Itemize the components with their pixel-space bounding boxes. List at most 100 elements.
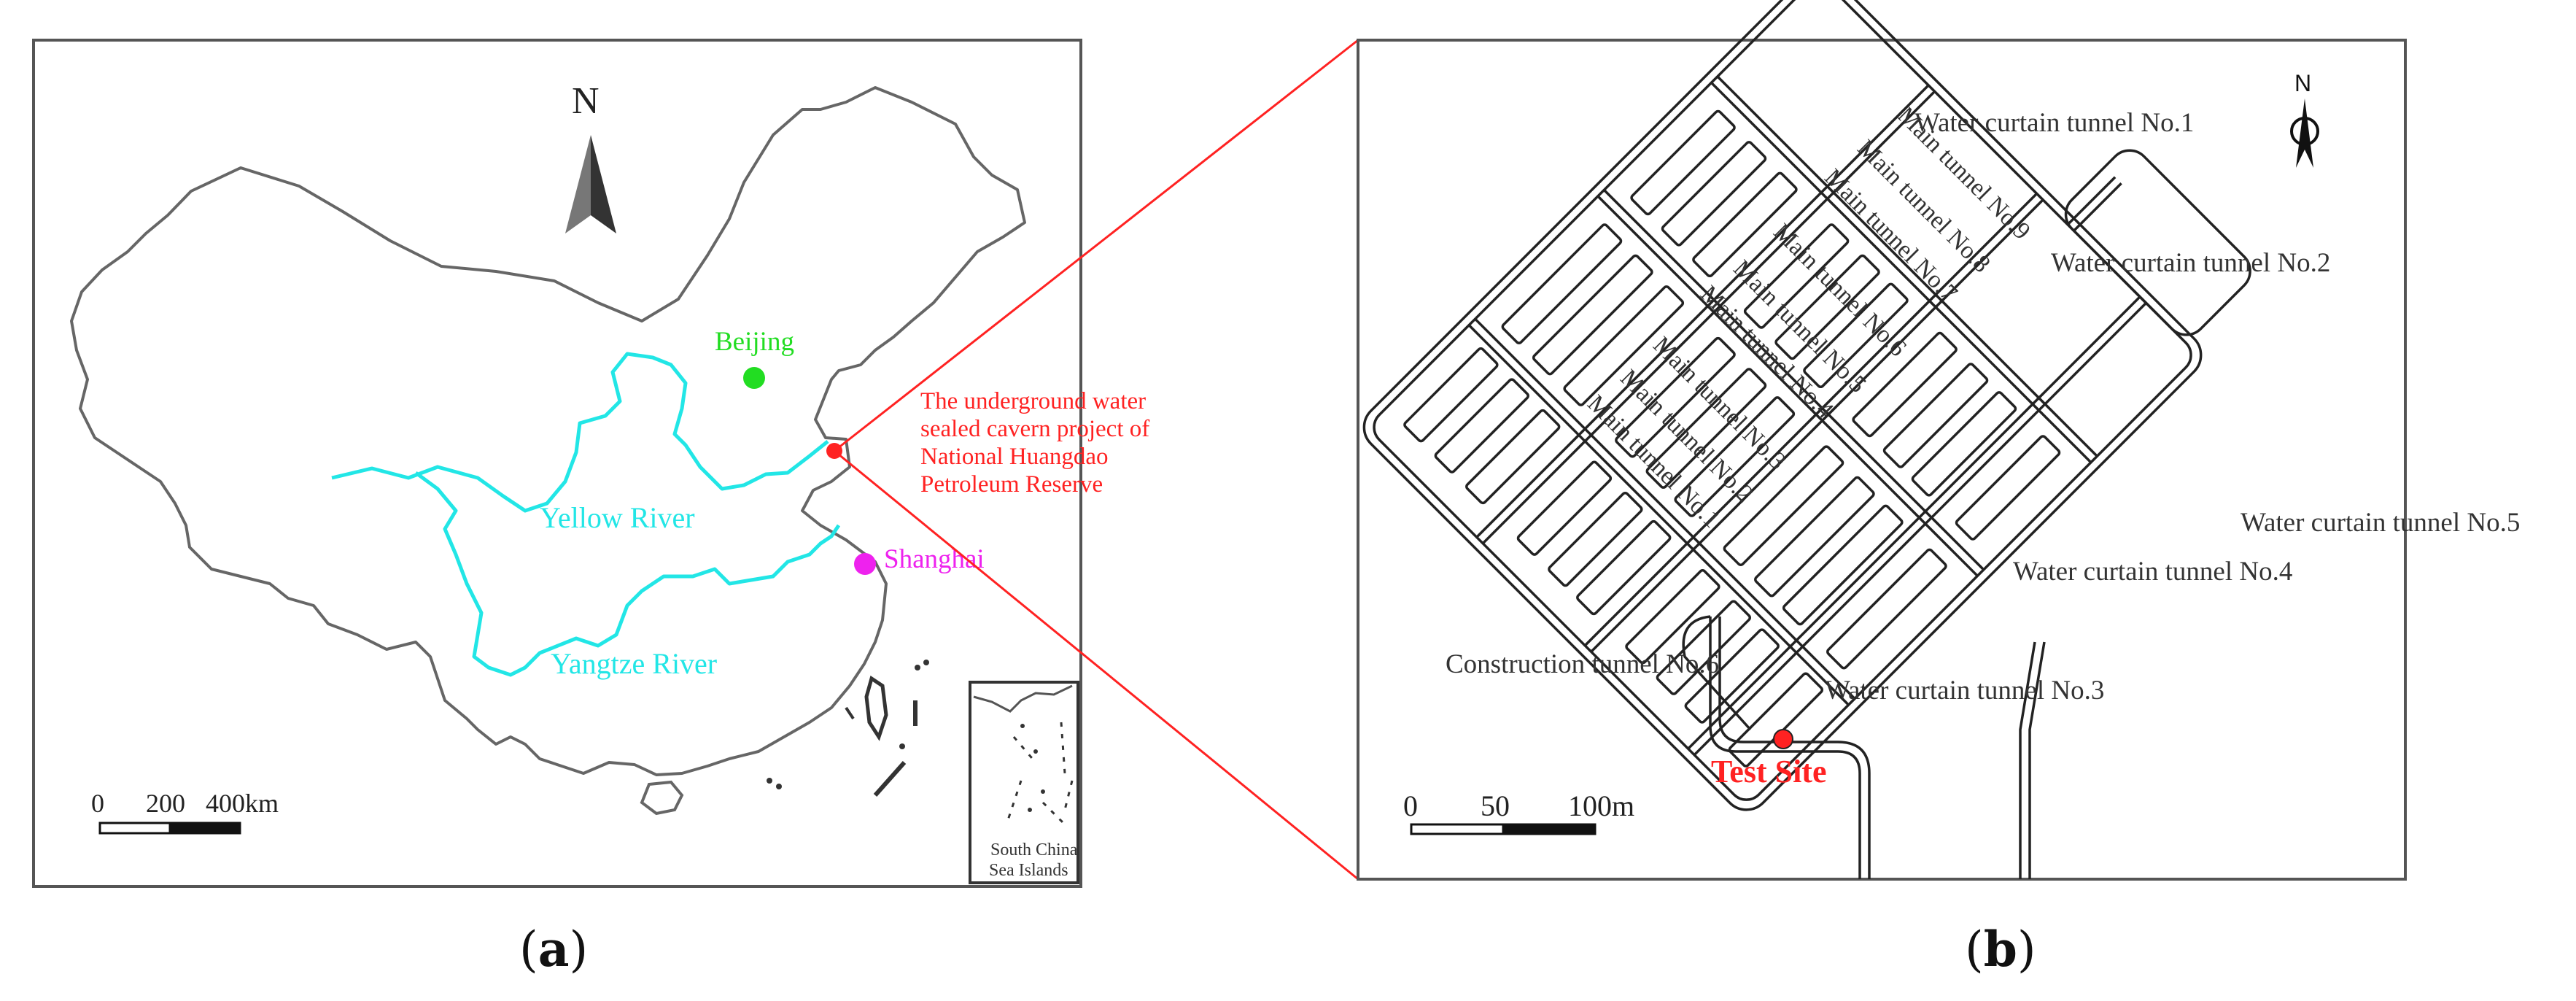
yangtze-river-label: Yangtze River bbox=[551, 647, 717, 680]
scale-label-50: 50 bbox=[1481, 789, 1510, 822]
scale-segment-black bbox=[1502, 823, 1597, 835]
yellow-river-line bbox=[331, 352, 829, 513]
scale-label-0: 0 bbox=[1403, 789, 1418, 822]
shanghai-marker bbox=[854, 553, 876, 575]
cavern bbox=[1674, 396, 1796, 517]
cavern bbox=[1826, 548, 1947, 670]
panel-b-layout: Main tunnel No.1 Main tunnel No.2 Main t… bbox=[1357, 0, 2520, 881]
access-tunnel-b bbox=[2019, 641, 2036, 879]
curtain-line bbox=[1687, 295, 2141, 750]
cavern bbox=[1501, 223, 1623, 344]
test-site-marker bbox=[1773, 729, 1793, 749]
cross-tunnel bbox=[1467, 324, 1850, 706]
caption-b-open: ( bbox=[1965, 921, 1984, 978]
cavern bbox=[1774, 254, 1880, 360]
cavern bbox=[1728, 672, 1823, 768]
beijing-label: Beijing bbox=[715, 327, 794, 357]
inset-dot bbox=[1033, 749, 1038, 754]
project-label: The underground water sealed cavern proj… bbox=[920, 388, 1156, 498]
taiwan-island bbox=[864, 676, 888, 741]
island-dot bbox=[767, 778, 772, 784]
water-curtain-tunnel-4-label: Water curtain tunnel No.4 bbox=[2013, 557, 2292, 587]
panel-a-frame bbox=[32, 39, 1082, 888]
cavern bbox=[1630, 109, 1736, 216]
island-dot bbox=[915, 665, 920, 670]
north-arrow-icon bbox=[565, 135, 591, 233]
access-tunnel-a bbox=[1709, 617, 1861, 879]
tunnel-network bbox=[1362, 0, 2251, 811]
cross-tunnel bbox=[1474, 317, 1856, 700]
cavern bbox=[1955, 435, 2061, 541]
scale-label-400: 400km bbox=[206, 789, 279, 818]
south-china-sea-inset: South China Sea Islands bbox=[969, 681, 1082, 884]
cross-tunnel bbox=[1710, 82, 2092, 463]
cavern bbox=[1615, 336, 1736, 458]
north-compass: N bbox=[2290, 70, 2319, 168]
inset-dot bbox=[1028, 808, 1032, 812]
curtain-line bbox=[1583, 193, 2038, 647]
scale-label-200: 200 bbox=[146, 789, 185, 818]
hainan-island bbox=[640, 780, 684, 816]
branch-tunnel bbox=[2066, 176, 2117, 226]
caption-a-letter: a bbox=[538, 921, 570, 978]
cavern bbox=[1532, 254, 1653, 376]
caption-b: (b) bbox=[1965, 921, 2036, 978]
cross-tunnel bbox=[1597, 195, 1979, 577]
caption-a: (a) bbox=[519, 921, 588, 978]
shanghai-label: Shanghai bbox=[884, 544, 985, 574]
scale-segment-black bbox=[168, 822, 241, 835]
north-arrow-icon-shade bbox=[591, 135, 616, 233]
compass-needle-icon bbox=[2296, 98, 2313, 168]
curtain-line bbox=[1481, 90, 1936, 545]
cavern bbox=[1911, 391, 2017, 497]
caption-b-close: ) bbox=[2017, 921, 2036, 978]
outer-loop-inner bbox=[1373, 0, 2192, 801]
inset-coast bbox=[973, 684, 1073, 713]
cavern bbox=[1645, 368, 1767, 489]
panel-a-map: Beijing Shanghai Yellow River Yangtze Ri… bbox=[32, 39, 1156, 888]
yangtze-river-line bbox=[414, 471, 841, 677]
construction-tunnel-6 bbox=[1682, 615, 1752, 731]
access-tunnel-b-inner bbox=[2028, 641, 2046, 879]
china-outline bbox=[70, 86, 1026, 776]
curtain-line bbox=[1475, 84, 1930, 538]
cavern bbox=[1434, 378, 1529, 474]
inset-frame bbox=[969, 681, 1079, 884]
water-curtain-tunnel-1-label: Water curtain tunnel No.1 bbox=[1914, 108, 2194, 138]
cavern bbox=[1656, 600, 1751, 695]
cavern bbox=[1684, 628, 1780, 724]
inset-dot bbox=[1041, 789, 1045, 794]
caption-a-close: ) bbox=[569, 921, 589, 978]
island-dot bbox=[899, 743, 905, 749]
scale-bar-b: 0 50 100m bbox=[1403, 789, 1634, 835]
cavern bbox=[1563, 285, 1685, 406]
island-dot bbox=[923, 660, 929, 665]
tunnel-labels: Water curtain tunnel No.1 Water curtain … bbox=[1446, 108, 2520, 706]
scale-bar-a: 0 200 400km bbox=[91, 789, 279, 835]
callout-line-bottom bbox=[834, 449, 1359, 881]
scale-label-0: 0 bbox=[91, 789, 104, 818]
cavern bbox=[1743, 223, 1850, 329]
north-label-a: N bbox=[572, 80, 600, 122]
island-dot bbox=[776, 784, 782, 789]
cavern bbox=[1782, 504, 1904, 626]
construction-tunnel-6-label: Construction tunnel No.6 bbox=[1446, 649, 1719, 679]
scale-segment-white bbox=[1410, 823, 1505, 835]
cross-tunnel bbox=[1716, 75, 2098, 457]
inset-label: South China Sea Islands bbox=[989, 840, 1082, 880]
cavern bbox=[1882, 363, 1989, 468]
water-curtain-tunnel-3-label: Water curtain tunnel No.3 bbox=[1825, 676, 2104, 706]
cavern bbox=[1625, 569, 1720, 665]
cavern bbox=[1692, 171, 1798, 278]
scale-segment-white bbox=[98, 822, 171, 835]
branch-loop bbox=[2064, 149, 2251, 336]
island-dash bbox=[873, 761, 907, 797]
caption-a-open: ( bbox=[519, 921, 538, 978]
scale-label-100: 100m bbox=[1568, 789, 1634, 822]
access-tunnel-a-inner bbox=[1718, 617, 1871, 879]
curtain-line bbox=[1590, 198, 2044, 653]
north-label-b: N bbox=[2294, 70, 2311, 96]
yellow-river-label: Yellow River bbox=[540, 501, 695, 534]
curtain-line bbox=[1693, 302, 2147, 756]
